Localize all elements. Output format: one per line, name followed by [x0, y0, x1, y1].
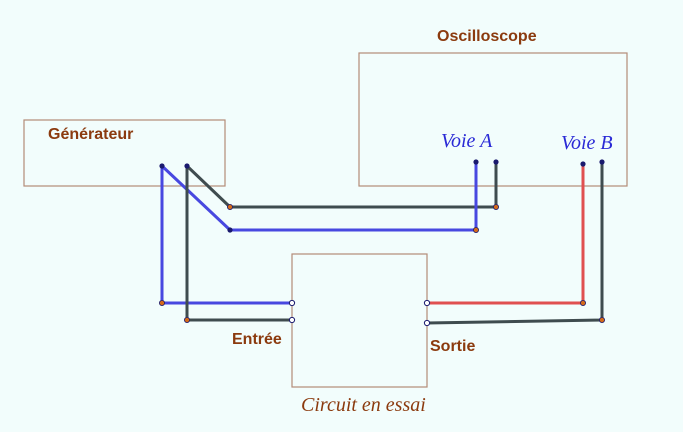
wire-output-to-channel-b-red: [427, 164, 585, 305]
node-bend-dark: [226, 203, 233, 210]
wire-generator-to-input-dark: [185, 166, 292, 322]
node-channel-a-blue-top: [473, 159, 479, 165]
output-label: Sortie: [430, 338, 475, 355]
node-output-dark: [423, 319, 431, 327]
node-channel-b-red-top: [580, 161, 586, 167]
circuit-box: [291, 253, 428, 388]
node-channel-a-blue-bottom: [472, 226, 479, 233]
generator-label: Générateur: [48, 126, 133, 143]
wire-generator-to-channel-a-dark: [185, 162, 498, 209]
wire-generator-to-channel-a-blue: [160, 162, 478, 232]
node-input-dark: [288, 316, 296, 324]
node-input-blue: [288, 299, 296, 307]
node-channel-a-dark-bottom: [492, 203, 499, 210]
node-corner-blue: [158, 299, 165, 306]
node-bend-blue: [227, 227, 233, 233]
node-generator-blue: [159, 163, 165, 169]
node-corner-red: [580, 299, 587, 306]
node-corner-dark: [183, 316, 190, 323]
circuit-label: Circuit en essai: [301, 394, 426, 416]
channel-a-label: Voie A: [441, 130, 493, 152]
generator-box: [23, 119, 226, 187]
node-channel-b-dark-top: [599, 159, 605, 165]
node-output-red: [423, 299, 431, 307]
connection-nodes: [158, 159, 606, 327]
oscilloscope-box: [358, 52, 628, 187]
input-label: Entrée: [232, 331, 282, 348]
channel-b-label: Voie B: [561, 132, 613, 154]
node-corner-dark-b: [599, 316, 606, 323]
node-channel-a-dark-top: [493, 159, 499, 165]
node-generator-dark: [184, 163, 190, 169]
oscilloscope-label: Oscilloscope: [437, 28, 537, 45]
